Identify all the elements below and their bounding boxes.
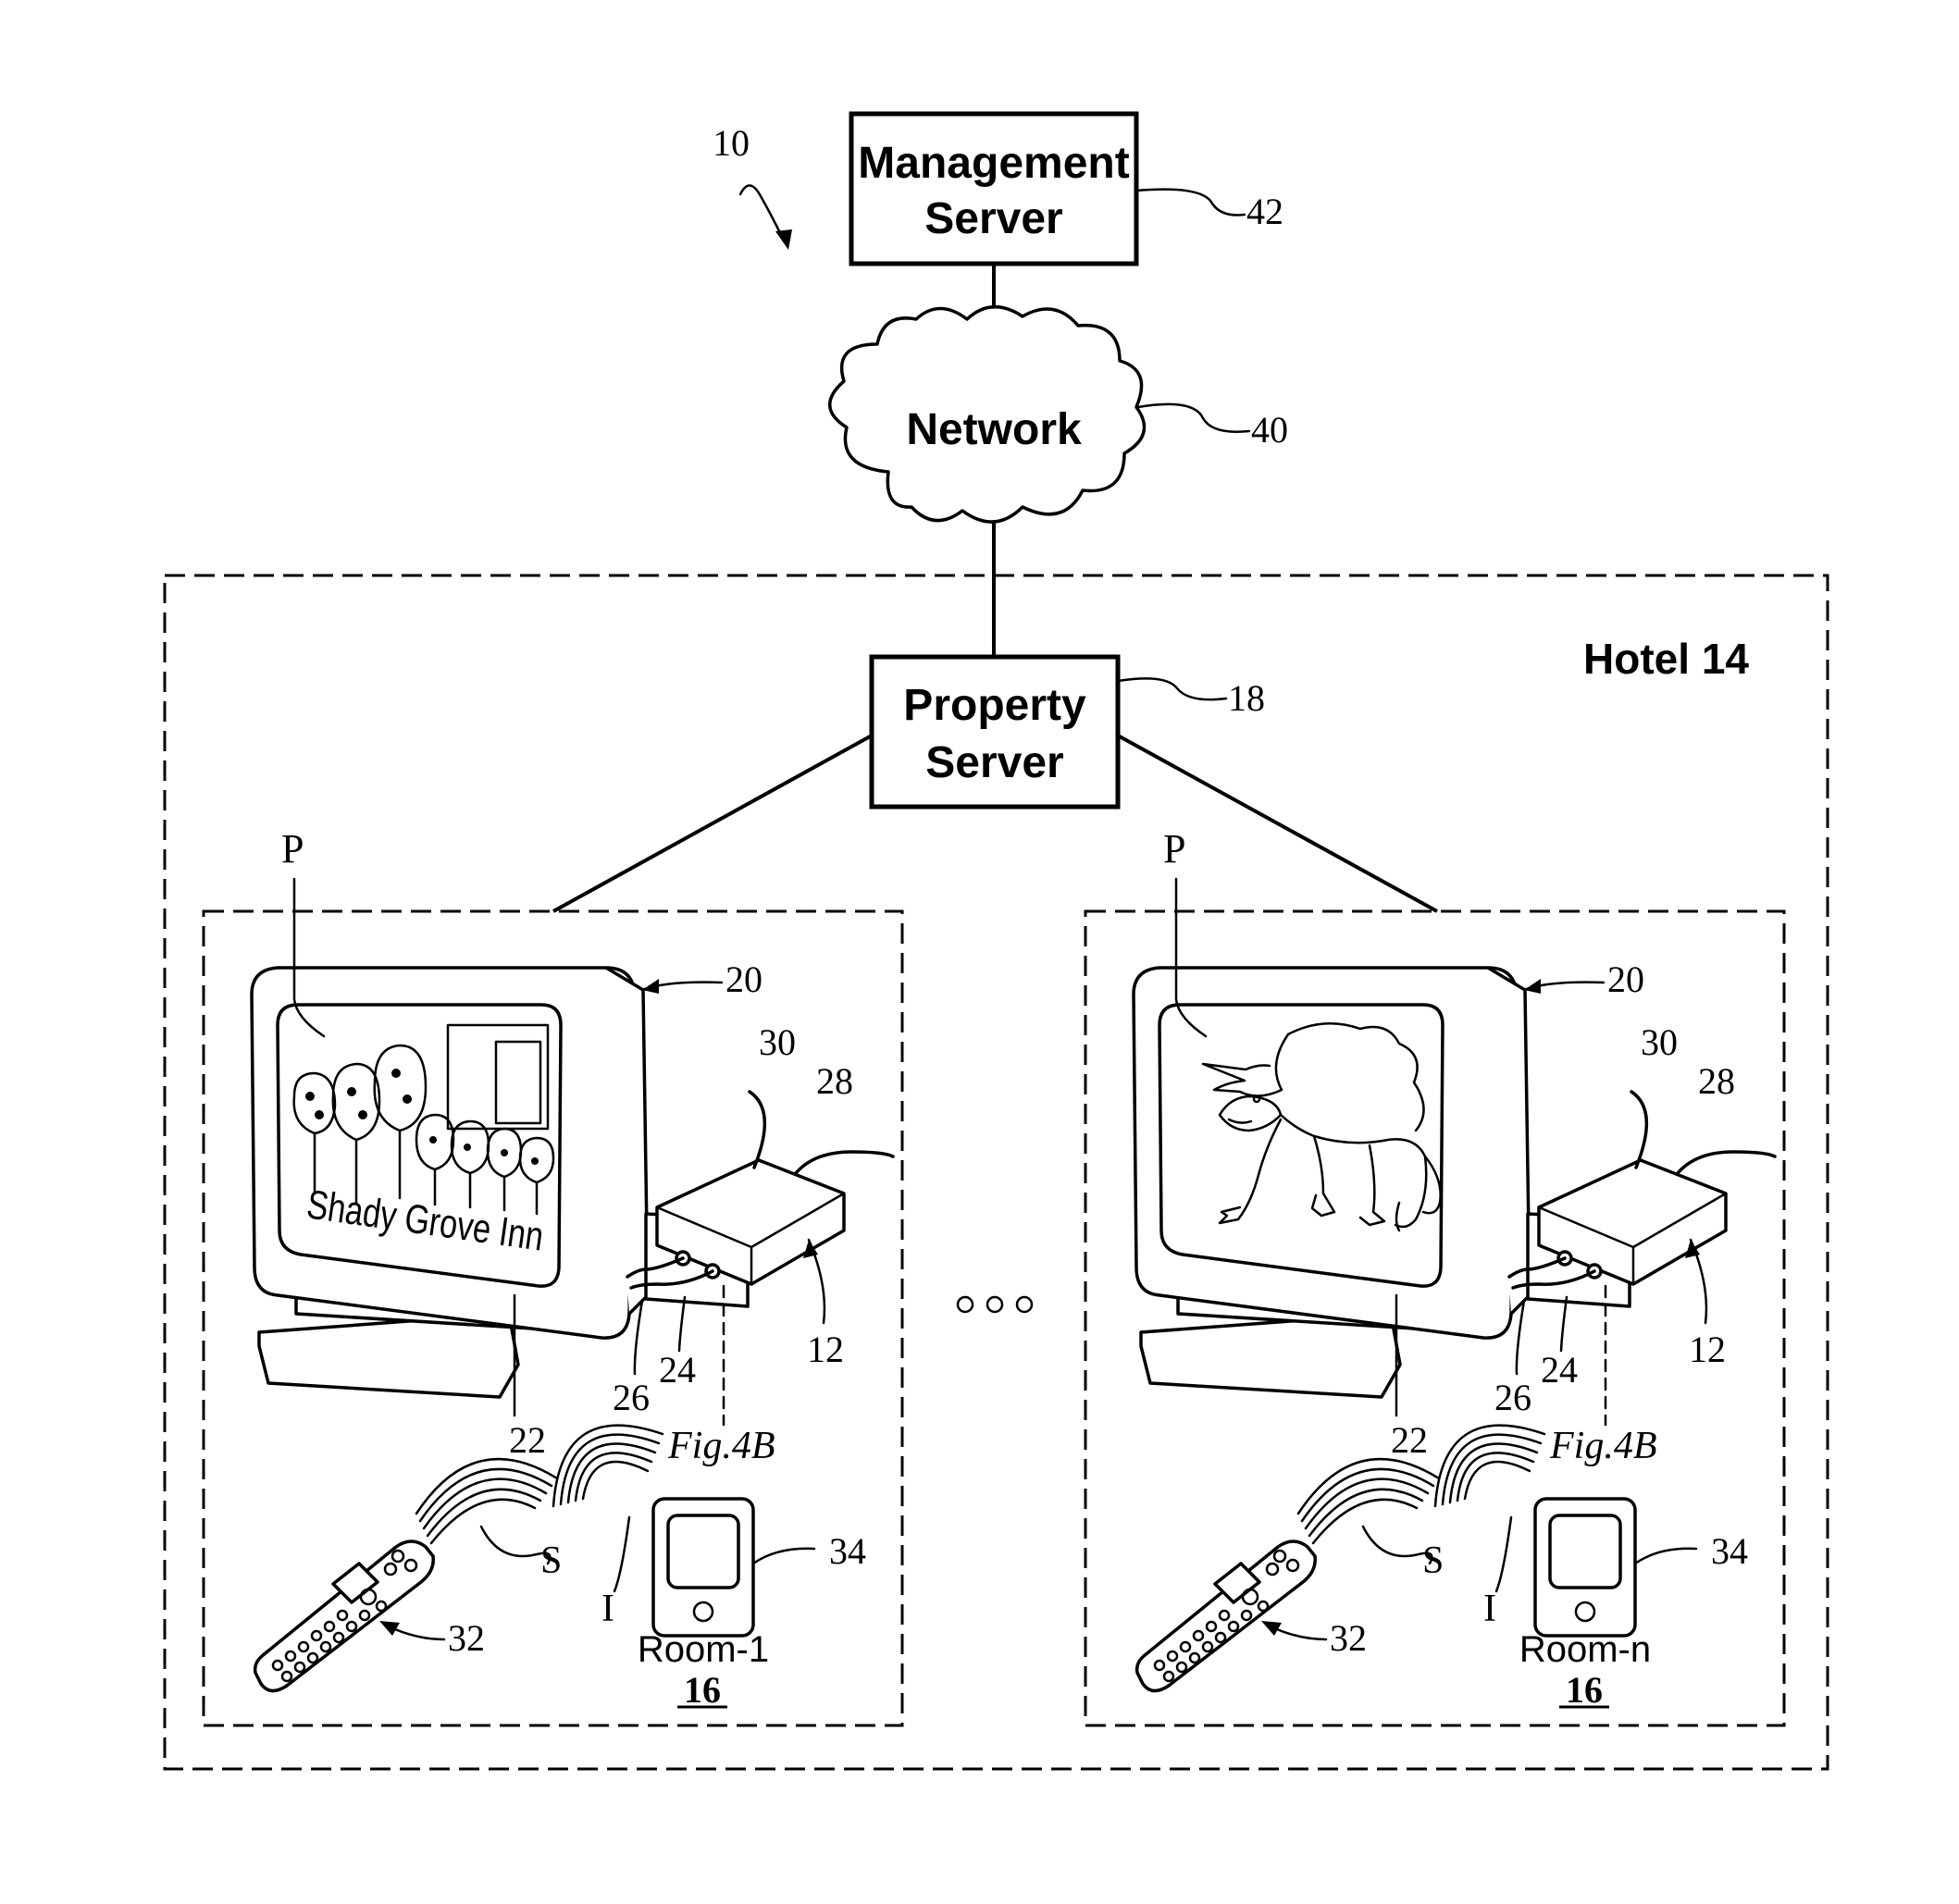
program-label: P [1163,826,1185,872]
room-1: Shady Grove Inn P 20 22 30 28 12 26 24 F… [204,826,902,1725]
room-ref: 16 [684,1669,721,1711]
network-ref: 40 [1251,409,1288,451]
remote-ref: 32 [448,1617,485,1659]
property-server-label-line1: Property [903,681,1086,730]
signal-i: I [1483,1588,1496,1630]
remote-ref: 32 [1330,1617,1367,1659]
cable-ref-a: 30 [1641,1021,1678,1063]
ellipsis [958,1297,1032,1312]
port-ref-b: 24 [1541,1349,1578,1391]
management-server-ref: 42 [1246,191,1283,232]
cable-ref-a: 30 [759,1021,796,1063]
room-ref: 16 [1566,1669,1603,1711]
device-ref: 34 [829,1530,866,1572]
port-ref-a: 26 [613,1377,650,1418]
management-server-leader [1136,190,1245,216]
device-ref: 34 [1711,1530,1748,1572]
figure-ref: Fig.4B [1549,1425,1656,1467]
property-server-label-line2: Server [925,738,1063,787]
box-ref: 12 [807,1329,844,1370]
system-ref-label: 10 [713,122,750,164]
figure-ref: Fig.4B [667,1425,775,1467]
network-leader [1138,404,1249,432]
room-n: P 20 22 30 28 12 26 24 Fig.4B S I 32 34 … [1085,826,1784,1725]
room-name: Room-1 [638,1629,769,1670]
port-ref-b: 24 [659,1349,696,1391]
property-server-leader [1118,678,1226,699]
signal-s: S [1422,1539,1444,1582]
management-server-label-line1: Management [858,139,1129,188]
room-name: Room-n [1519,1629,1651,1670]
cable-ref-b: 28 [816,1060,853,1102]
screen-ref: 22 [1391,1419,1428,1461]
signal-i: I [601,1588,614,1630]
tv-ref: 20 [725,958,763,1000]
program-label: P [281,826,304,872]
management-server-label-line2: Server [924,194,1062,243]
hotel-label: Hotel 14 [1583,635,1749,683]
network-label: Network [906,405,1082,454]
property-roomn-link [1118,736,1437,911]
property-room1-link [553,736,872,911]
tv-ref: 20 [1607,958,1644,1000]
cable-ref-b: 28 [1698,1060,1735,1102]
screen-ref: 22 [509,1419,546,1461]
port-ref-a: 26 [1494,1377,1531,1418]
property-server-ref: 18 [1228,677,1265,719]
signal-s: S [540,1539,562,1582]
box-ref: 12 [1689,1329,1726,1370]
